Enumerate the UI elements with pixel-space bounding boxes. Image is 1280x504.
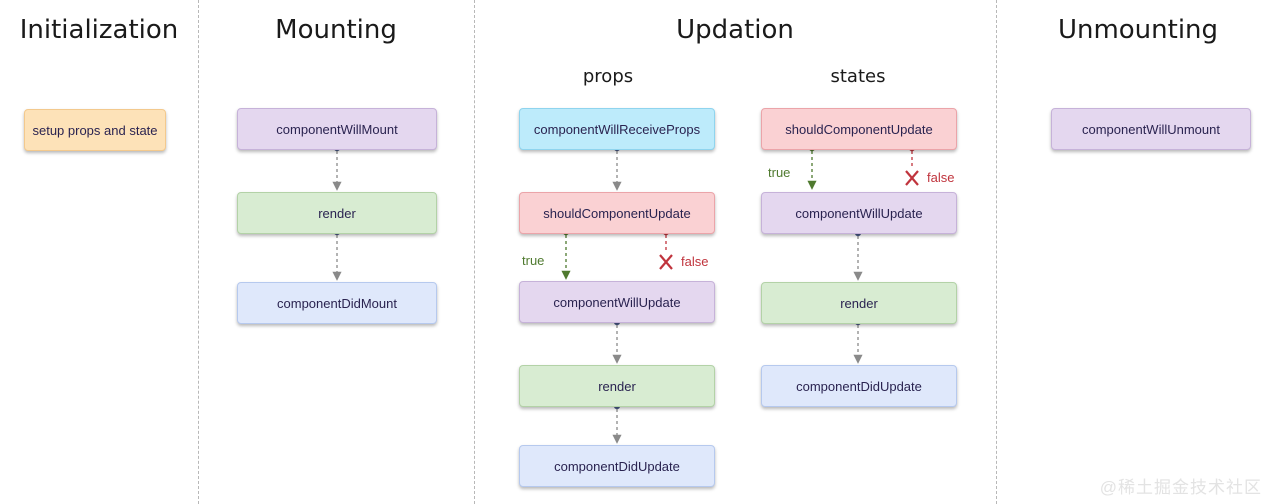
node-props-componentdidupdate: componentDidUpdate [519,445,715,487]
edge-states-false [905,144,919,186]
states-true-label: true [768,165,791,180]
phase-title-initialization: Initialization [19,15,179,45]
watermark: @稀土掘金技术社区 [1099,478,1262,497]
node-setup-props-state: setup props and state [24,109,166,151]
props-true-label: true [522,253,545,268]
node-mount-componentwillmount: componentWillMount [237,108,437,150]
node-props-render: render [519,365,715,407]
node-props-componentwillupdate: componentWillUpdate [519,281,715,323]
node-states-render: render [761,282,957,324]
edge-props-render-didupdate [612,402,622,444]
subtitle-props: props [582,66,634,87]
states-false-label: false [927,170,955,185]
props-false-label: false [681,254,709,269]
phase-title-unmounting: Unmounting [1057,15,1219,45]
node-unmount-componentwillunmount: componentWillUnmount [1051,108,1251,150]
node-states-componentwillupdate: componentWillUpdate [761,192,957,234]
phase-title-updation: Updation [676,15,794,45]
edge-props-willupdate-render [612,318,622,364]
edge-props-false [659,228,673,270]
node-props-shouldcomponentupdate: shouldComponentUpdate [519,192,715,234]
edge-render-didmount [332,228,342,281]
node-props-componentwillreceiveprops: componentWillReceiveProps [519,108,715,150]
edge-props-true [561,228,571,280]
divider-updation-unmounting [996,0,997,504]
node-mount-componentdidmount: componentDidMount [237,282,437,324]
node-mount-render: render [237,192,437,234]
subtitle-states: states [830,66,886,87]
divider-mounting-updation [474,0,475,504]
edge-states-render-didupdate [853,318,863,364]
edge-receiveprops-shouldupdate [612,144,622,191]
node-states-componentdidupdate: componentDidUpdate [761,365,957,407]
divider-initialization-mounting [198,0,199,504]
edge-states-willupdate-render [853,229,863,281]
node-states-shouldcomponentupdate: shouldComponentUpdate [761,108,957,150]
edge-willmount-render [332,144,342,191]
edge-states-true [807,144,817,190]
phase-title-mounting: Mounting [275,15,397,45]
